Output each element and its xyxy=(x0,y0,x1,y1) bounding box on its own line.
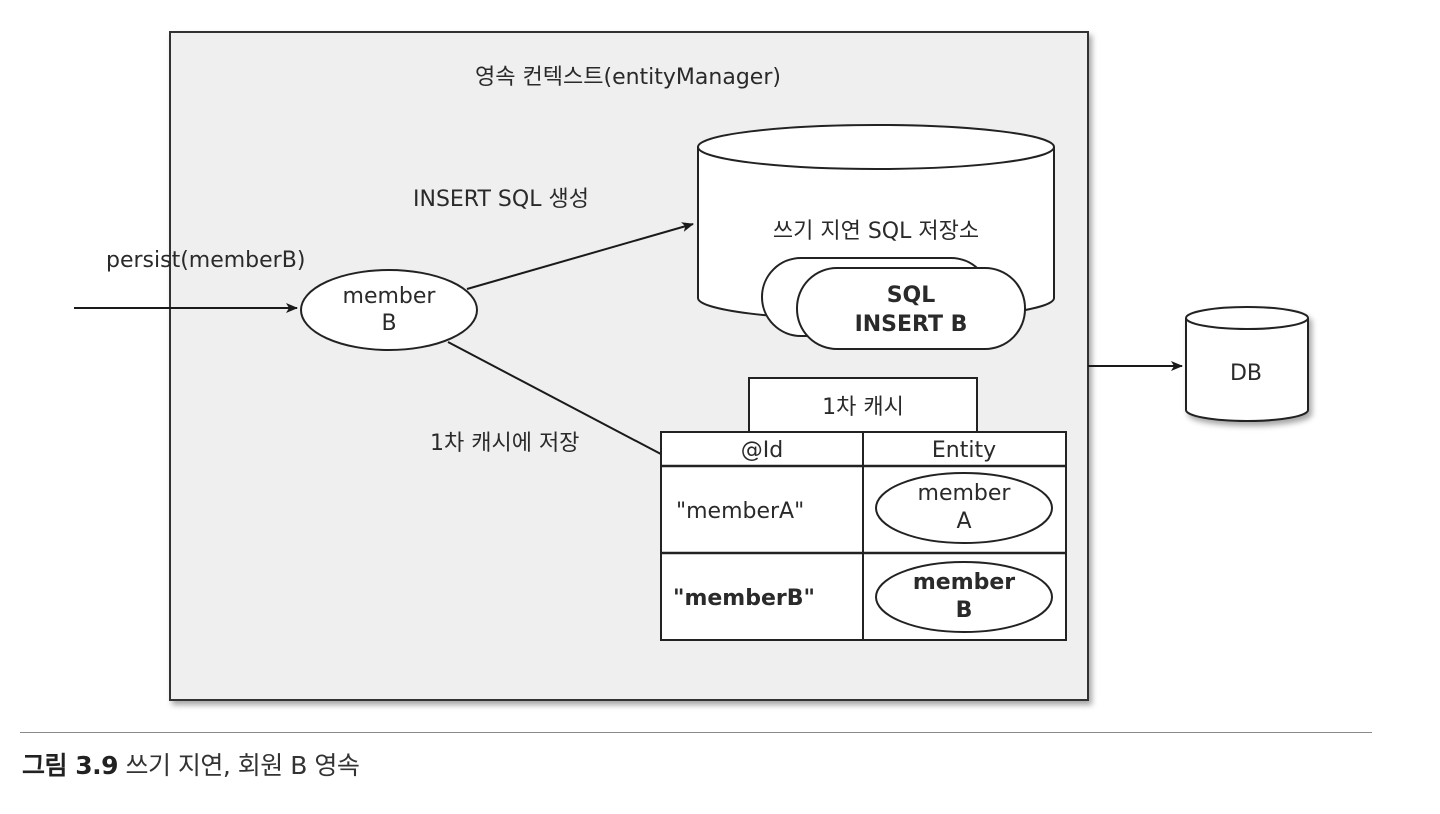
cache-row-a-entity-line2: A xyxy=(956,509,971,534)
sql-pill-line2: INSERT B xyxy=(855,312,968,337)
cache-row-a-entity-line1: member xyxy=(918,481,1012,506)
figure-caption-text: 쓰기 지연, 회원 B 영속 xyxy=(118,751,360,780)
db-label: DB xyxy=(1230,361,1262,386)
entity-node-line1: member xyxy=(343,284,437,309)
persist-call-label: persist(memberB) xyxy=(106,248,305,273)
cache-store-label: 1차 캐시에 저장 xyxy=(430,431,579,456)
cache-title-box xyxy=(748,377,978,433)
entity-node-member-b xyxy=(300,269,478,351)
persistence-context-title: 영속 컨텍스트(entityManager) xyxy=(475,65,781,90)
diagram: 영속 컨텍스트(entityManager) persist(memberB) … xyxy=(74,31,1309,701)
entity-node-line2: B xyxy=(381,311,396,336)
figure-number: 그림 3.9 xyxy=(22,751,119,780)
cache-row-b-entity-line2: B xyxy=(956,598,973,623)
cache-header-entity: Entity xyxy=(932,438,996,463)
cache-header-id: @Id xyxy=(741,438,783,463)
insert-sql-arrow xyxy=(466,222,694,290)
sql-pill-line1: SQL xyxy=(887,283,936,308)
figure-caption: 그림 3.9 쓰기 지연, 회원 B 영속 xyxy=(22,746,360,782)
cache-row-b-entity-line1: member xyxy=(913,570,1015,595)
sql-pill-front xyxy=(796,267,1026,350)
insert-sql-label: INSERT SQL 생성 xyxy=(413,187,589,212)
db-cylinder xyxy=(1185,306,1309,422)
cache-title: 1차 캐시 xyxy=(822,395,904,420)
cache-row-b-entity xyxy=(875,561,1053,633)
cache-store-arrow xyxy=(447,341,677,463)
caption-divider xyxy=(20,732,1372,733)
cache-row-b-id: "memberB" xyxy=(673,586,815,611)
cache-row-a-id: "memberA" xyxy=(676,499,804,524)
cache-row-a-entity xyxy=(875,472,1053,544)
sql-store-title: 쓰기 지연 SQL 저장소 xyxy=(773,219,979,244)
